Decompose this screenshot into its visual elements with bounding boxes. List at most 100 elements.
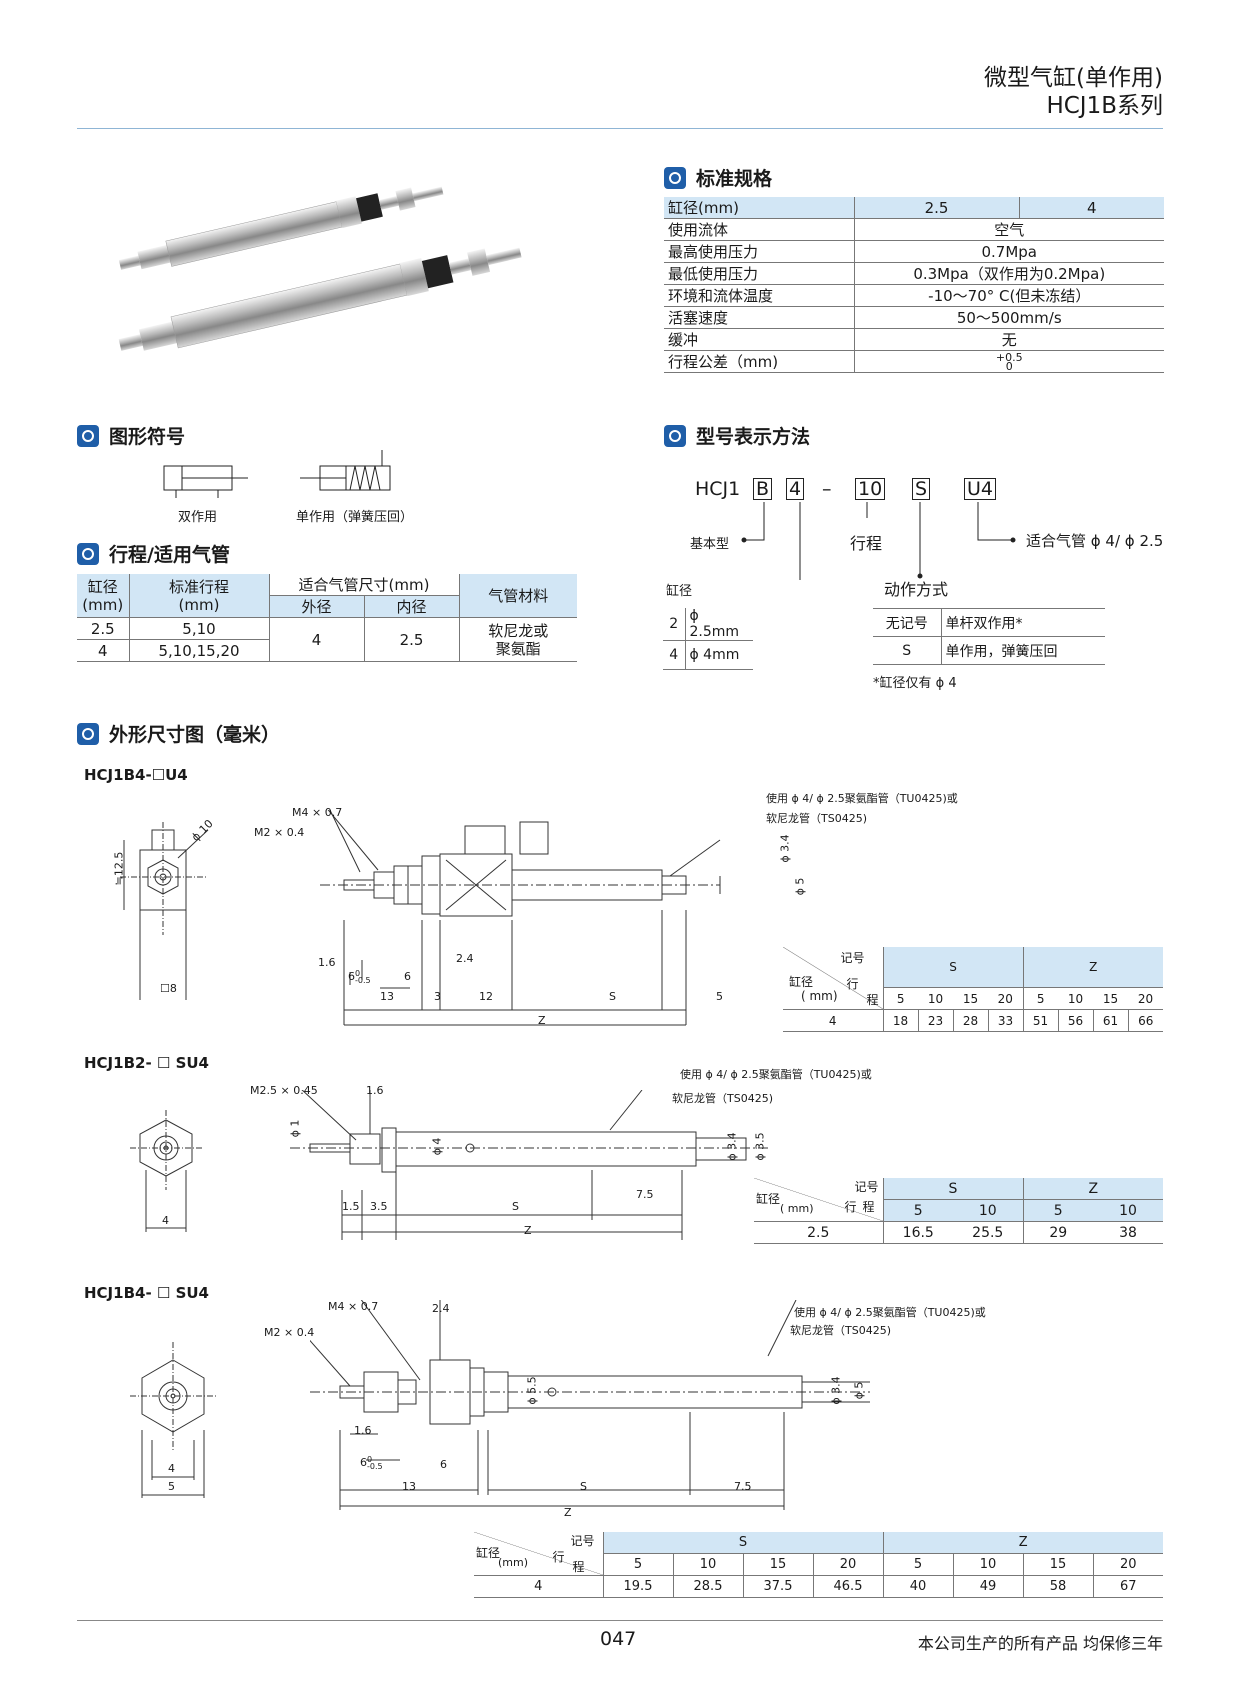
table-row: 环境和流体温度-10～70° C(但未冻结） bbox=[664, 284, 1164, 307]
dim-phi-5-5: ϕ 5.5 bbox=[525, 1376, 539, 1405]
tolerance-lower: 0 bbox=[1005, 359, 1013, 373]
dim-m4x07: M4 × 0.7 bbox=[328, 1300, 379, 1313]
drawing1-end-view bbox=[120, 822, 209, 1000]
model-code-tube: U4 bbox=[964, 478, 996, 500]
table-row: 4 5,10,15,20 bbox=[77, 639, 577, 662]
drawing2-end-view bbox=[130, 1110, 202, 1232]
dim-Z: Z bbox=[524, 1224, 532, 1237]
model-code-type: B bbox=[753, 478, 773, 500]
table-row: 2.5 5,10 4 2.5 软尼龙或聚氨酯 bbox=[77, 617, 577, 662]
dim-width-4: 4 bbox=[162, 1214, 169, 1227]
dim-square-8: ☐8 bbox=[160, 982, 177, 995]
dim-m2-5x0-45: M2.5 × 0.45 bbox=[250, 1084, 318, 1097]
pneumatic-symbols bbox=[163, 450, 391, 498]
dim-phi-3-5: ϕ 3.5 bbox=[753, 1132, 767, 1161]
double-acting-symbol bbox=[163, 465, 248, 498]
series-name: HCJ1B系列 bbox=[1046, 93, 1163, 119]
section-bullet-icon bbox=[77, 722, 99, 745]
bore-label: 缸径 bbox=[666, 584, 693, 599]
dim-phi-4: ϕ 4 bbox=[430, 1137, 444, 1156]
model-code-prefix: HCJ1 bbox=[695, 478, 741, 500]
section-bullet-icon bbox=[664, 424, 686, 447]
dim-Z: Z bbox=[564, 1506, 572, 1519]
dim-2-4: 2.4 bbox=[432, 1302, 450, 1315]
model-code-action: S bbox=[912, 478, 931, 500]
dim-1-6: 1.6 bbox=[354, 1424, 372, 1437]
dim-5: 5 bbox=[716, 990, 723, 1003]
product-photo bbox=[118, 186, 522, 351]
stroke-label: 行程 bbox=[850, 534, 883, 553]
dim-6-tolerance: 60-0.5 bbox=[348, 969, 371, 985]
table-row: 记号 缸径 ( mm) 行 程 S Z bbox=[783, 947, 1163, 1010]
double-acting-label: 双作用 bbox=[178, 510, 218, 525]
dim-phi-3-4: ϕ 3.4 bbox=[778, 834, 792, 863]
section-bullet-icon bbox=[664, 166, 686, 189]
drawing3-model-label: HCJ1B4- ☐ SU4 bbox=[84, 1284, 209, 1302]
tube-note-line1: 使用 ϕ 4/ ϕ 2.5聚氨酯管（TU0425)或 bbox=[766, 792, 958, 805]
drawing3-side-view bbox=[310, 1300, 870, 1510]
cylinder-image-lower bbox=[118, 247, 522, 351]
dim-7-5: 7.5 bbox=[734, 1480, 752, 1493]
tolerance-upper: +0.5 bbox=[995, 350, 1023, 364]
single-acting-symbol bbox=[300, 450, 391, 491]
page-title: 微型气缸(单作用) bbox=[984, 65, 1163, 91]
single-acting-label: 单作用（弹簧压回） bbox=[296, 510, 414, 525]
dim-13: 13 bbox=[380, 990, 394, 1003]
drawing2-model-label: HCJ1B2- ☐ SU4 bbox=[84, 1054, 209, 1072]
drawing1-model-label: HCJ1B4-☐U4 bbox=[84, 766, 188, 784]
drawing2-side-view bbox=[290, 1090, 770, 1240]
drawing1-side-view bbox=[320, 810, 721, 1026]
table-row: 缸径(mm) 2.5 4 bbox=[664, 197, 1164, 219]
dim-1-6: 1.6 bbox=[366, 1084, 384, 1097]
dim-1-6: 1.6 bbox=[318, 956, 336, 969]
table-row: 行程公差（mm) +0.5 0 bbox=[664, 350, 1164, 373]
dim-3-5: 3.5 bbox=[370, 1200, 388, 1213]
dim-6: 6 bbox=[404, 970, 411, 983]
dim-S: S bbox=[580, 1480, 587, 1493]
model-code-bore: 4 bbox=[786, 478, 805, 500]
model-section-heading: 型号表示方法 bbox=[664, 422, 810, 449]
model-code-stroke: 10 bbox=[855, 478, 886, 500]
dims-section-heading: 外形尺寸图（毫米） bbox=[77, 720, 280, 747]
dim-6: 6 bbox=[440, 1458, 447, 1471]
dim-phi-3-4: ϕ 3.4 bbox=[725, 1132, 739, 1161]
dim-phi-5: ϕ 5 bbox=[852, 1381, 866, 1400]
tube-note-line2: 软尼龙管（TS0425) bbox=[672, 1092, 773, 1105]
dim-m2x04: M2 × 0.4 bbox=[254, 826, 305, 839]
dim-3: 3 bbox=[434, 990, 441, 1003]
tube-note-line1: 使用 ϕ 4/ ϕ 2.5聚氨酯管（TU0425)或 bbox=[680, 1068, 872, 1081]
dim-2-4: 2.4 bbox=[456, 952, 474, 965]
footer-rule bbox=[77, 1620, 1163, 1621]
dim-len-12-5: ≒12.5 bbox=[112, 851, 126, 886]
dim-phi-3-4: ϕ 3.4 bbox=[829, 1376, 843, 1405]
dim-6-tolerance: 60-0.5 bbox=[360, 1455, 383, 1471]
dim-Z: Z bbox=[538, 1014, 546, 1027]
basic-type-label: 基本型 bbox=[690, 537, 730, 552]
section-bullet-icon bbox=[77, 542, 99, 565]
cylinder-image-upper bbox=[118, 186, 444, 270]
drawing3-end-view bbox=[130, 1342, 216, 1498]
dim-m4x07: M4 × 0.7 bbox=[292, 806, 343, 819]
warranty-note: 本公司生产的所有产品 均保修三年 bbox=[917, 1634, 1163, 1653]
table-row: 使用流体空气 bbox=[664, 218, 1164, 241]
table-row: 缓冲无 bbox=[664, 328, 1164, 351]
page-number: 047 bbox=[600, 1628, 637, 1650]
tube-note-line2: 软尼龙管（TS0425) bbox=[766, 812, 867, 825]
tube-note-line2: 软尼龙管（TS0425) bbox=[790, 1324, 891, 1337]
dim-7-5: 7.5 bbox=[636, 1188, 654, 1201]
